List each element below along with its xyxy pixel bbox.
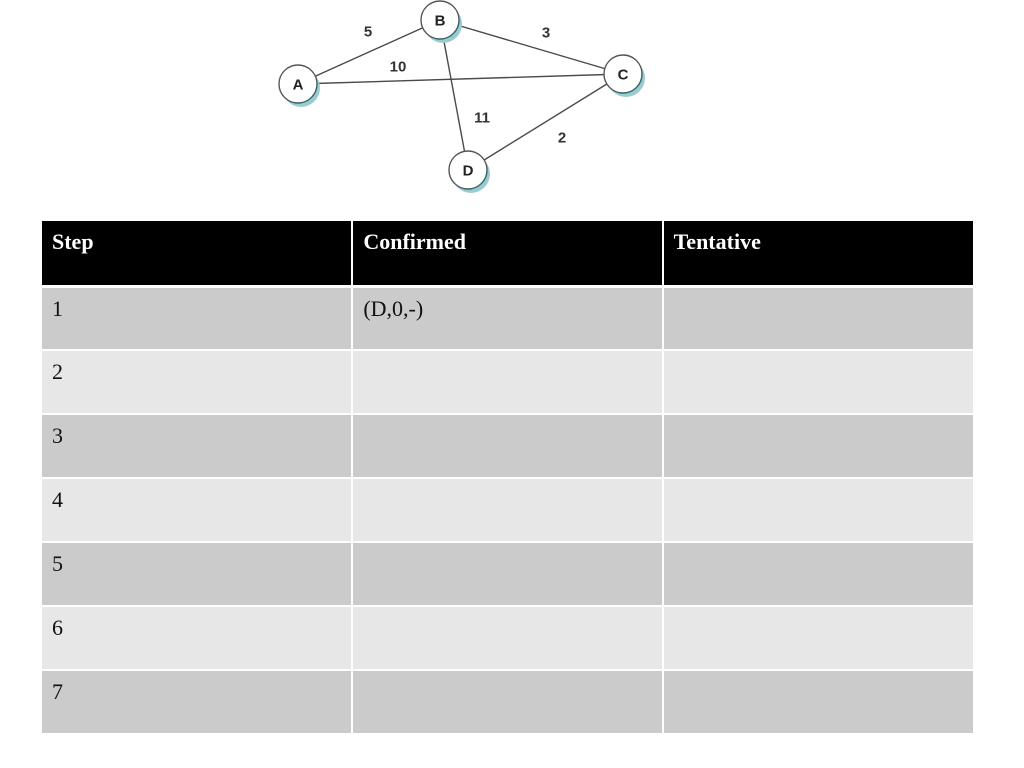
table-row: 6: [42, 606, 973, 671]
edge-weight-a-b: 5: [364, 24, 372, 41]
edge-a-b: [297, 19, 441, 85]
edge-d-c: [467, 73, 624, 171]
header-tentative: Tentative: [662, 221, 973, 288]
node-c-label: C: [618, 67, 629, 84]
edge-b-c: [439, 19, 624, 75]
cell-confirmed: [352, 542, 664, 607]
cell-tentative: [662, 606, 973, 671]
header-row: Step Confirmed Tentative: [42, 221, 973, 288]
cell-confirmed: (D,0,-): [352, 286, 664, 351]
cell-tentative: [662, 478, 973, 543]
cell-step: 1: [42, 286, 354, 351]
table-row: 1 (D,0,-): [42, 286, 973, 351]
edge-weight-d-c: 2: [558, 130, 566, 147]
table-row: 4: [42, 478, 973, 543]
cell-step: 4: [42, 478, 354, 543]
cell-confirmed: [352, 670, 664, 735]
cell-tentative: [662, 350, 973, 415]
cell-tentative: [662, 414, 973, 479]
cell-step: 2: [42, 350, 354, 415]
cell-confirmed: [352, 478, 664, 543]
table-body: 1 (D,0,-) 2 3 4 5: [42, 286, 973, 735]
table-header: Step Confirmed Tentative: [42, 221, 973, 288]
table-row: 5: [42, 542, 973, 607]
cell-confirmed: [352, 606, 664, 671]
network-graph: 5 3 10 11 2 A B C D: [278, 0, 645, 193]
node-a: A: [278, 64, 320, 107]
header-confirmed: Confirmed: [352, 221, 664, 288]
edge-weight-b-c: 3: [542, 25, 550, 42]
cell-confirmed: [352, 350, 664, 415]
cell-step: 7: [42, 670, 354, 735]
table-row: 2: [42, 350, 973, 415]
cell-tentative: [662, 542, 973, 607]
table-row: 7: [42, 670, 973, 735]
cell-confirmed: [352, 414, 664, 479]
edge-b-d: [439, 19, 469, 171]
cell-step: 6: [42, 606, 354, 671]
node-d: D: [448, 150, 490, 193]
cell-step: 3: [42, 414, 354, 479]
cell-tentative: [662, 670, 973, 735]
node-a-label: A: [293, 77, 304, 94]
cell-step: 5: [42, 542, 354, 607]
header-step: Step: [42, 221, 354, 288]
edge-weight-a-c: 10: [390, 59, 407, 76]
edge-weight-b-d: 11: [474, 110, 490, 127]
node-b-label: B: [435, 13, 446, 30]
edge-a-c: [297, 73, 624, 85]
routing-table: Step Confirmed Tentative 1 (D,0,-) 2 3: [42, 221, 973, 735]
node-c: C: [603, 54, 645, 97]
node-d-label: D: [463, 163, 474, 180]
node-b: B: [420, 0, 462, 43]
cell-tentative: [662, 286, 973, 351]
table-row: 3: [42, 414, 973, 479]
